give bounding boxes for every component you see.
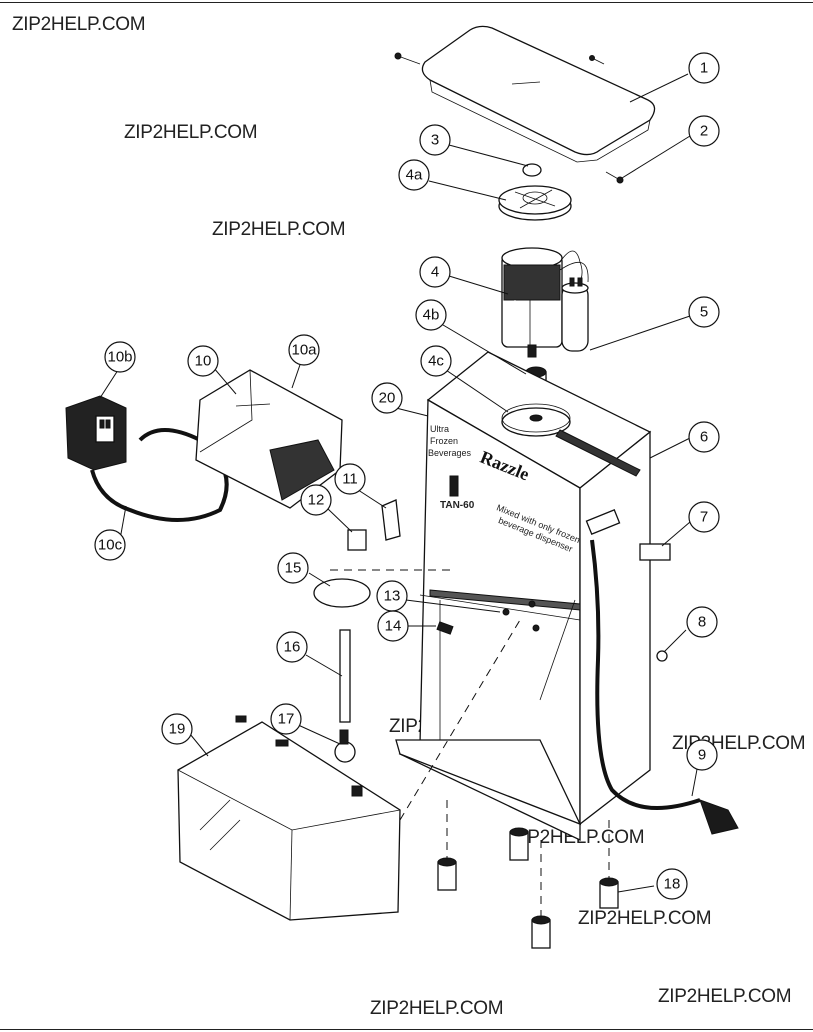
callout-label: 18 <box>664 876 681 893</box>
callout-4a: 4a <box>398 159 430 191</box>
callout-6: 6 <box>688 421 720 453</box>
callout-11: 11 <box>334 463 366 495</box>
callout-4: 4 <box>419 256 451 288</box>
callout-label: 1 <box>700 60 708 77</box>
callout-label: 3 <box>431 132 439 149</box>
watermark-text: ZIP2HELP.COM <box>658 986 792 1007</box>
callout-10: 10 <box>187 345 219 377</box>
callout-8: 8 <box>686 606 718 638</box>
drip-tray-part <box>177 715 401 921</box>
lid-part <box>394 25 656 184</box>
bottom-border <box>0 1029 813 1030</box>
callout-18: 18 <box>656 868 688 900</box>
power-cord-part <box>590 539 701 810</box>
callout-14: 14 <box>377 610 409 642</box>
adapter-cord-part <box>90 428 229 522</box>
callout-label: 8 <box>698 614 706 631</box>
callout-label: 4a <box>406 167 423 184</box>
callout-label: 15 <box>285 560 302 577</box>
callout-label: 4c <box>428 353 444 370</box>
control-switch-part <box>347 529 367 551</box>
callout-7: 7 <box>688 501 720 533</box>
callout-4c: 4c <box>420 345 452 377</box>
callout-label: 6 <box>700 429 708 446</box>
callout-label: 14 <box>385 618 402 635</box>
motor-part <box>501 247 589 358</box>
watermark-text: ZIP2HELP.COM <box>370 998 504 1019</box>
watermark-text: ZIP2HELP.COM <box>124 122 258 143</box>
callout-label: 17 <box>278 711 295 728</box>
watermark-text: ZIP2HELP.COM <box>212 219 346 240</box>
callout-label: 13 <box>384 588 401 605</box>
callout-19: 19 <box>161 713 193 745</box>
callout-label: 20 <box>379 390 396 407</box>
front-line-3: Beverages <box>428 448 472 458</box>
watermark-text: ZIP2HELP.COM <box>578 908 712 929</box>
top-border <box>0 2 813 3</box>
callout-label: 5 <box>700 304 708 321</box>
front-line-2: Frozen <box>430 436 458 446</box>
switch-part <box>639 543 671 561</box>
watermark-text: ZIP2HELP.COM <box>12 14 146 35</box>
callout-label: 7 <box>700 509 708 526</box>
leader-lines <box>99 73 699 893</box>
callout-10a: 10a <box>288 334 320 366</box>
callout-label: 12 <box>308 492 325 509</box>
fitting-part <box>334 729 356 763</box>
callout-12: 12 <box>300 484 332 516</box>
model-text: TAN-60 <box>440 500 475 511</box>
callout-20: 20 <box>371 382 403 414</box>
callout-10c: 10c <box>94 529 126 561</box>
callout-1: 1 <box>688 52 720 84</box>
bracket-part <box>381 499 401 541</box>
callout-label: 16 <box>284 639 301 656</box>
screw-part <box>656 650 668 662</box>
callout-15: 15 <box>277 552 309 584</box>
callout-13: 13 <box>376 580 408 612</box>
disc-part <box>313 578 371 608</box>
callout-label: 10c <box>98 537 123 554</box>
power-plug-part <box>699 799 739 835</box>
callout-label: 19 <box>169 721 186 738</box>
callout-label: 11 <box>342 471 358 488</box>
callout-17: 17 <box>270 703 302 735</box>
screw-14-part <box>436 621 454 635</box>
callout-label: 2 <box>700 123 708 140</box>
capacitor-part <box>561 277 589 352</box>
callout-label: 9 <box>698 747 706 764</box>
callout-10b: 10b <box>104 341 136 373</box>
front-line-1: Ultra <box>430 424 449 434</box>
callout-9: 9 <box>686 739 718 771</box>
callout-label: 10a <box>291 342 317 359</box>
callout-3: 3 <box>419 124 451 156</box>
callout-2: 2 <box>688 115 720 147</box>
feet-part <box>437 827 619 949</box>
assembly-guide-line <box>399 619 521 821</box>
adapter-part <box>65 395 127 471</box>
rod-part <box>339 629 351 723</box>
callout-4b: 4b <box>415 299 447 331</box>
callout-5: 5 <box>688 296 720 328</box>
cap-assembly <box>498 163 572 221</box>
callout-16: 16 <box>276 631 308 663</box>
callout-label: 10 <box>195 353 212 370</box>
callout-label: 4 <box>431 264 439 281</box>
callout-label: 4b <box>423 307 440 324</box>
callout-label: 10b <box>107 349 132 366</box>
